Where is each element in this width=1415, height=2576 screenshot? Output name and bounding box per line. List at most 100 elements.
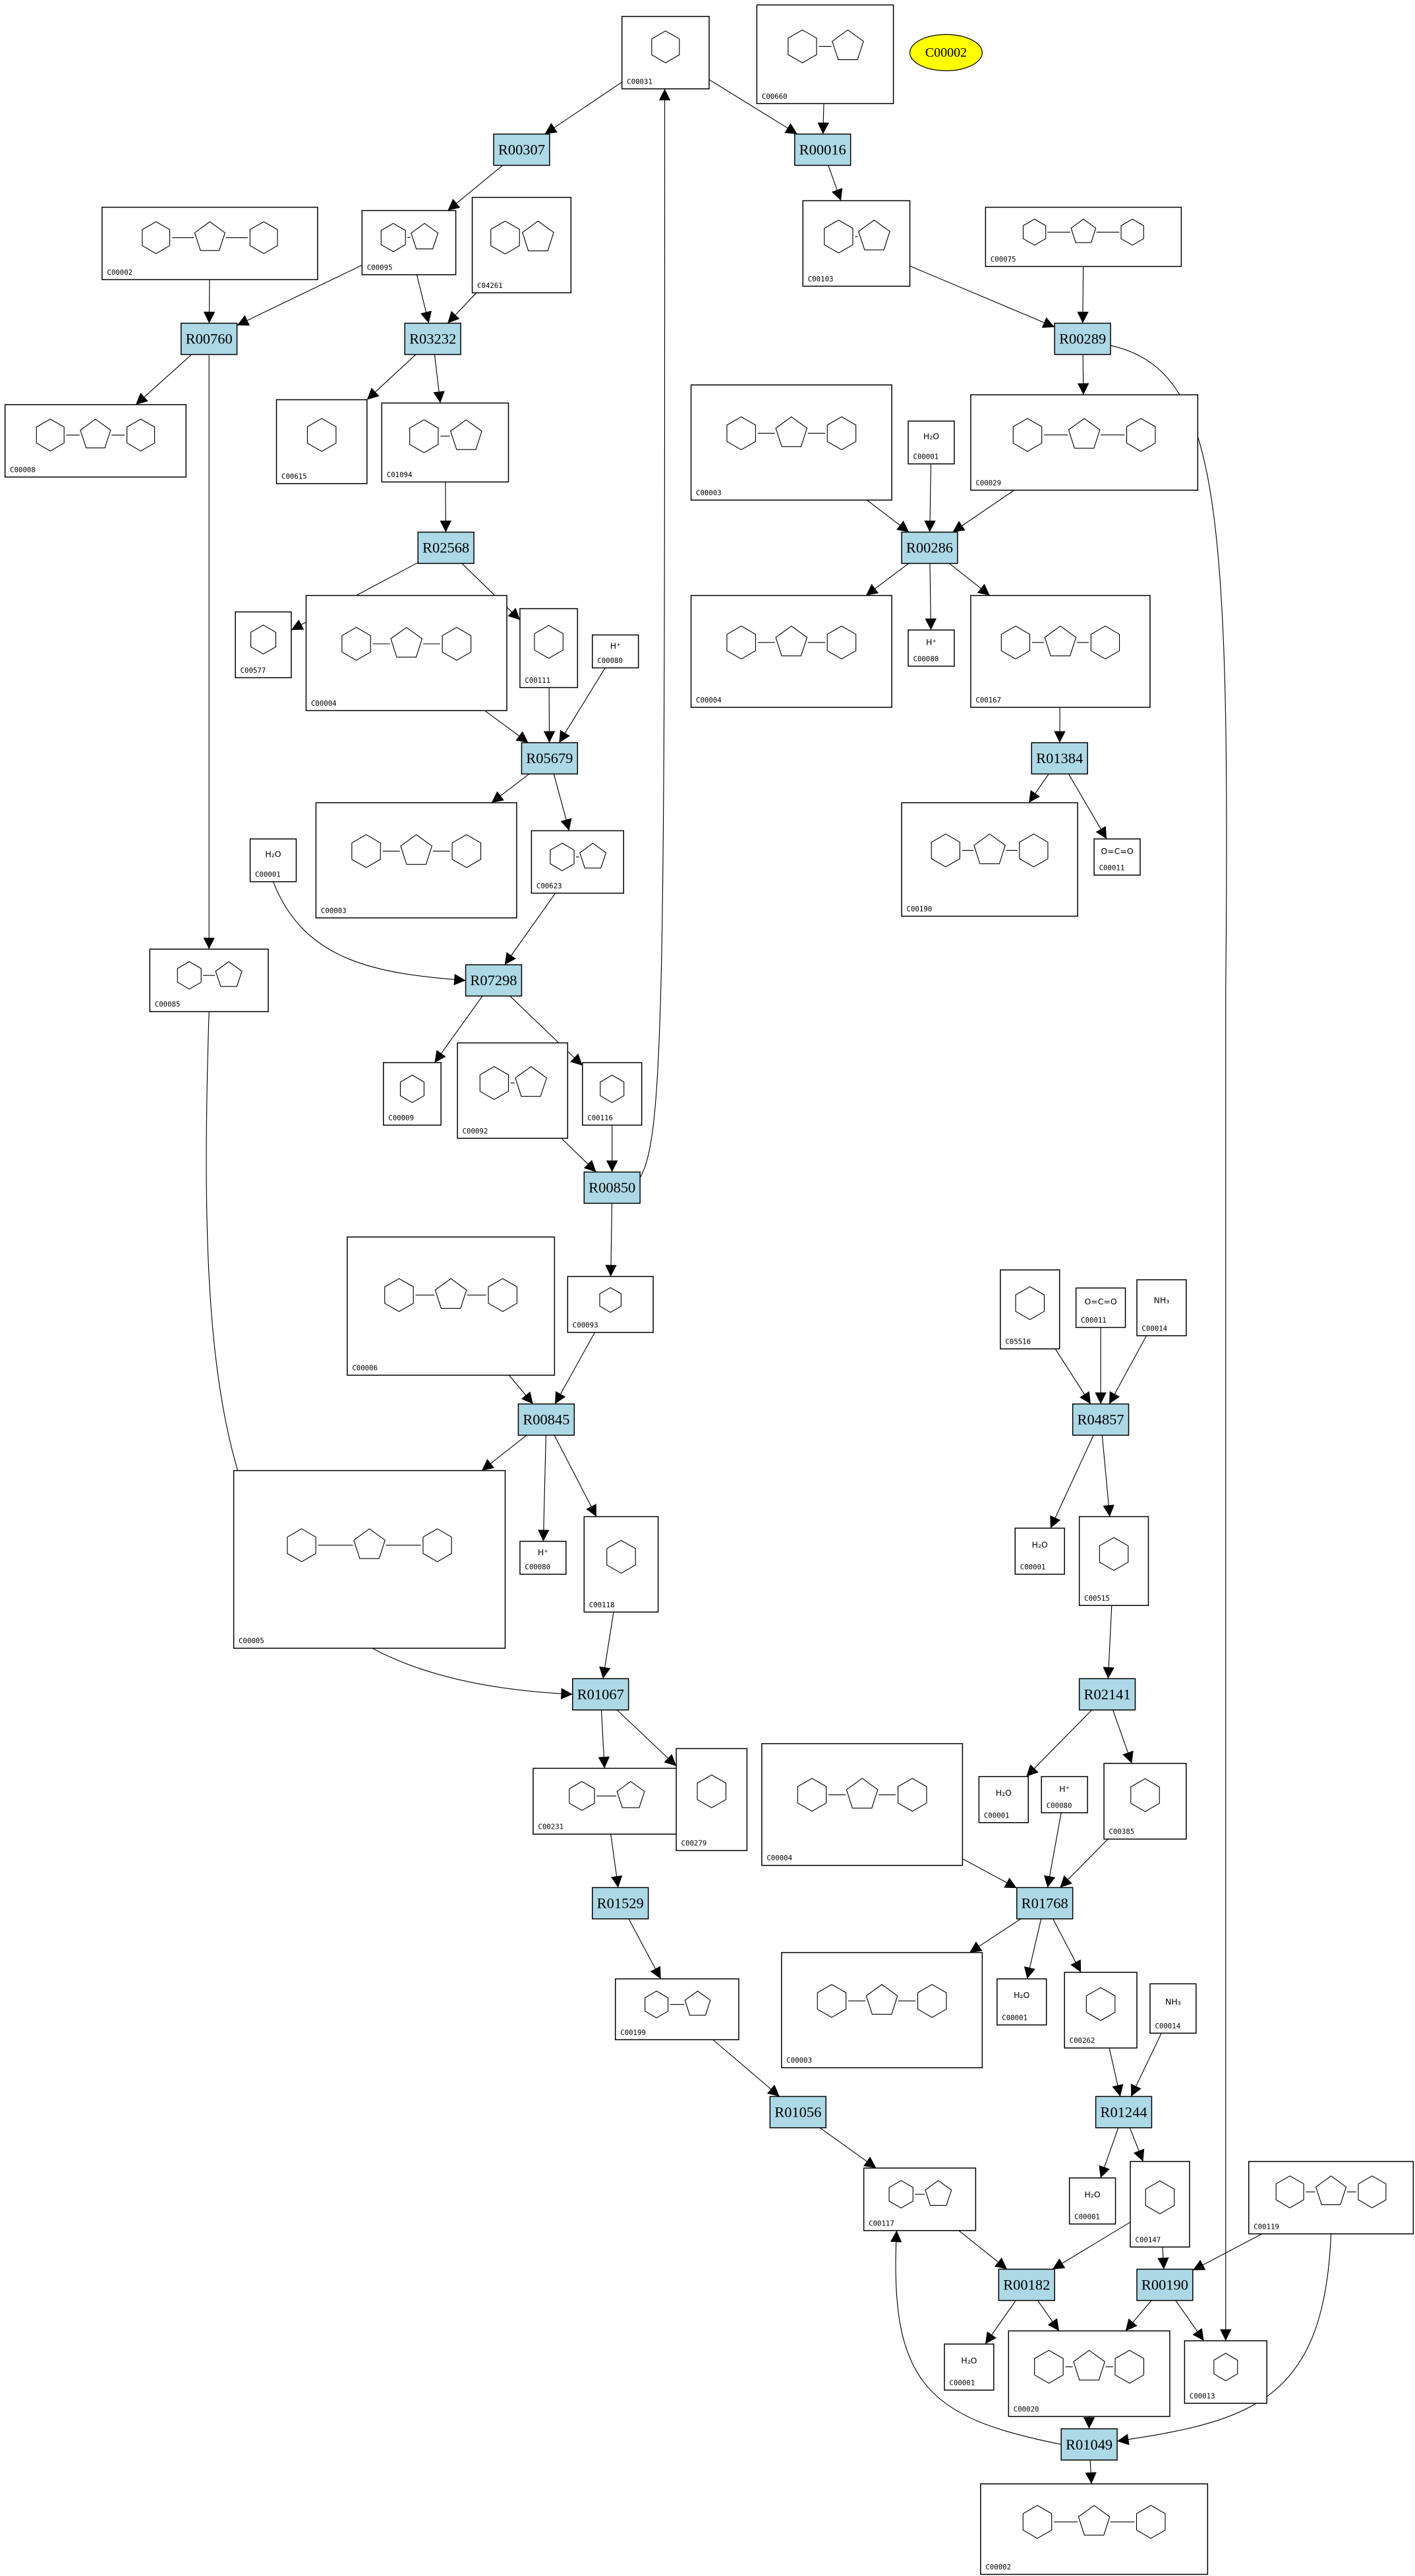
compound-box[interactable] bbox=[761, 1743, 964, 1866]
reaction-box[interactable] bbox=[404, 322, 461, 355]
reaction-box[interactable] bbox=[794, 133, 852, 166]
reaction-node[interactable]: R01244 bbox=[1095, 2096, 1153, 2129]
compound-box[interactable] bbox=[1014, 1528, 1065, 1575]
compound-box[interactable] bbox=[1075, 1287, 1126, 1329]
compound-node[interactable]: C00003 bbox=[690, 384, 892, 501]
compound-box[interactable] bbox=[519, 608, 579, 689]
reaction-box[interactable] bbox=[592, 1887, 649, 1920]
reaction-node[interactable]: R01067 bbox=[572, 1678, 629, 1711]
compound-node[interactable]: C00020 bbox=[1008, 2330, 1170, 2417]
reaction-box[interactable] bbox=[1072, 1403, 1130, 1436]
reaction-node[interactable]: R01049 bbox=[1060, 2428, 1118, 2461]
highlight-ellipse[interactable] bbox=[909, 34, 983, 71]
reaction-box[interactable] bbox=[180, 322, 238, 355]
compound-box[interactable] bbox=[1149, 1983, 1197, 2034]
reaction-box[interactable] bbox=[1060, 2428, 1118, 2461]
compound-box[interactable] bbox=[614, 1978, 739, 2040]
compound-box[interactable] bbox=[4, 404, 187, 478]
compound-box[interactable] bbox=[471, 196, 572, 294]
reaction-node[interactable]: R03232 bbox=[404, 322, 461, 355]
reaction-node[interactable]: R00850 bbox=[583, 1171, 641, 1204]
compound-box[interactable] bbox=[235, 611, 292, 679]
compound-box[interactable] bbox=[1078, 1516, 1149, 1607]
compound-node[interactable]: C00006 bbox=[347, 1236, 556, 1376]
reaction-node[interactable]: R07298 bbox=[465, 964, 523, 997]
reaction-box[interactable] bbox=[1095, 2096, 1153, 2129]
reaction-node[interactable]: R00289 bbox=[1054, 322, 1111, 355]
reaction-node[interactable]: R00286 bbox=[901, 531, 958, 564]
compound-node[interactable]: C00199 bbox=[614, 1978, 739, 2040]
compound-box[interactable] bbox=[996, 1978, 1047, 2026]
reaction-node[interactable]: R01529 bbox=[592, 1887, 649, 1920]
compound-node[interactable]: C00002 bbox=[101, 206, 318, 281]
reaction-box[interactable] bbox=[1016, 1887, 1074, 1920]
reaction-box[interactable] bbox=[769, 2096, 826, 2129]
compound-node[interactable]: C00013 bbox=[1184, 2340, 1267, 2404]
reaction-box[interactable] bbox=[517, 1403, 575, 1436]
compound-node[interactable]: C00167 bbox=[970, 594, 1151, 708]
compound-node[interactable]: C00660 bbox=[756, 4, 894, 105]
compound-box[interactable] bbox=[533, 1767, 680, 1835]
compound-box[interactable] bbox=[756, 4, 894, 105]
compound-box[interactable] bbox=[315, 802, 517, 919]
compound-node[interactable]: C00093 bbox=[567, 1276, 654, 1333]
compound-node[interactable]: H⁺C00080 bbox=[519, 1541, 567, 1575]
compound-node[interactable]: H⁺C00080 bbox=[592, 634, 639, 669]
reaction-node[interactable]: R00760 bbox=[180, 322, 238, 355]
reaction-box[interactable] bbox=[583, 1171, 641, 1204]
highlighted-compound[interactable]: C00002 bbox=[909, 34, 983, 71]
compound-node[interactable]: C00147 bbox=[1130, 2161, 1190, 2248]
compound-node[interactable]: C00111 bbox=[519, 608, 579, 689]
compound-box[interactable] bbox=[582, 1062, 643, 1126]
compound-node[interactable]: H⁺C00080 bbox=[1041, 1776, 1088, 1814]
reaction-node[interactable]: R01056 bbox=[769, 2096, 826, 2129]
compound-box[interactable] bbox=[908, 629, 955, 667]
compound-node[interactable]: C00615 bbox=[275, 399, 368, 484]
compound-box[interactable] bbox=[1136, 1279, 1187, 1336]
compound-box[interactable] bbox=[583, 1516, 659, 1613]
compound-box[interactable] bbox=[863, 2167, 977, 2231]
reaction-node[interactable]: R01384 bbox=[1031, 742, 1088, 775]
compound-node[interactable]: C05516 bbox=[1000, 1269, 1060, 1350]
compound-box[interactable] bbox=[901, 802, 1078, 917]
compound-node[interactable]: C00003 bbox=[781, 1952, 983, 2069]
compound-node[interactable]: C00031 bbox=[621, 16, 710, 90]
reaction-node[interactable]: R05679 bbox=[521, 742, 579, 775]
compound-node[interactable]: C00231 bbox=[533, 1767, 680, 1835]
compound-box[interactable] bbox=[1064, 1972, 1138, 2049]
compound-box[interactable] bbox=[347, 1236, 556, 1376]
reaction-node[interactable]: R01768 bbox=[1016, 1887, 1074, 1920]
compound-node[interactable]: C00029 bbox=[970, 394, 1199, 491]
compound-node[interactable]: C00262 bbox=[1064, 1972, 1138, 2049]
compound-box[interactable] bbox=[676, 1748, 748, 1851]
compound-box[interactable] bbox=[592, 634, 639, 669]
compound-box[interactable] bbox=[970, 594, 1151, 708]
compound-box[interactable] bbox=[908, 420, 955, 465]
compound-node[interactable]: H⁺C00080 bbox=[908, 629, 955, 667]
compound-box[interactable] bbox=[802, 200, 911, 287]
compound-box[interactable] bbox=[531, 830, 624, 894]
compound-node[interactable]: C00008 bbox=[4, 404, 187, 478]
compound-node[interactable]: C01094 bbox=[381, 402, 509, 483]
compound-box[interactable] bbox=[275, 399, 368, 484]
compound-box[interactable] bbox=[249, 838, 297, 882]
compound-box[interactable] bbox=[781, 1952, 983, 2069]
compound-box[interactable] bbox=[305, 594, 507, 712]
compound-node[interactable]: C00515 bbox=[1078, 1516, 1149, 1607]
compound-box[interactable] bbox=[1000, 1269, 1060, 1350]
compound-box[interactable] bbox=[519, 1541, 567, 1575]
compound-box[interactable] bbox=[1093, 838, 1141, 876]
compound-box[interactable] bbox=[1184, 2340, 1267, 2404]
compound-box[interactable] bbox=[567, 1276, 654, 1333]
compound-box[interactable] bbox=[381, 402, 509, 483]
reaction-box[interactable] bbox=[572, 1678, 629, 1711]
compound-node[interactable]: C00623 bbox=[531, 830, 624, 894]
reaction-box[interactable] bbox=[465, 964, 523, 997]
reaction-box[interactable] bbox=[1078, 1678, 1136, 1711]
compound-node[interactable]: C00005 bbox=[233, 1470, 506, 1649]
